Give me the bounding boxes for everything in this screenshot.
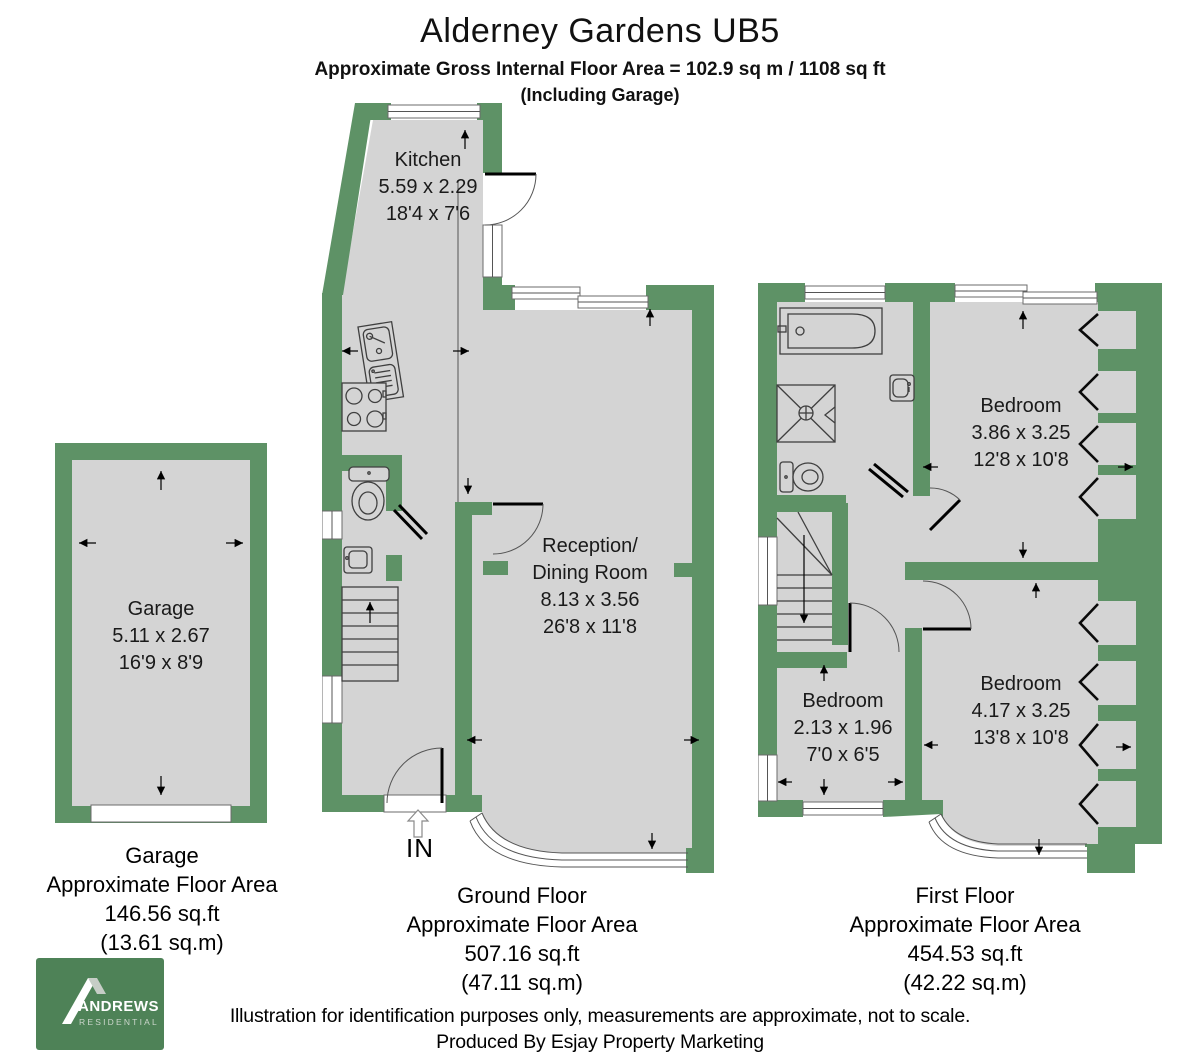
logo-a-mark-icon — [62, 978, 106, 1024]
windows — [322, 104, 649, 724]
dimension-arrows — [778, 311, 1133, 855]
garage-floorplan — [55, 443, 267, 823]
first-floor-plan — [758, 283, 1162, 875]
andrews-residential-logo: ANDREWS RESIDENTIAL — [36, 958, 164, 1050]
first-floor-summary: First Floor Approximate Floor Area 454.5… — [849, 883, 1081, 995]
reception-door-arc — [492, 502, 544, 555]
dimension-arrows — [342, 130, 699, 849]
garage-walls — [55, 443, 267, 823]
kitchen-label: Kitchen 5.59 x 2.29 18'4 x 7'6 — [378, 149, 478, 225]
bedroom1-door-arc — [928, 487, 962, 532]
bay-window — [883, 813, 1087, 875]
staircase — [776, 511, 833, 641]
bathroom-basin — [889, 374, 915, 402]
disclaimer-text: Illustration for identification purposes… — [229, 1005, 971, 1027]
page-title: Alderney Gardens UB5 — [420, 12, 780, 50]
staircase — [341, 586, 399, 682]
bathtub — [777, 307, 883, 355]
in-arrow-icon — [406, 809, 430, 838]
dimension-arrows — [79, 471, 243, 795]
garage-door — [90, 804, 232, 823]
garage-room-label: Garage 5.11 x 2.67 16'9 x 8'9 — [112, 598, 210, 674]
toilet — [779, 461, 824, 493]
logo-brand-text: ANDREWS — [78, 998, 159, 1015]
page-subtitle: Approximate Gross Internal Floor Area = … — [314, 59, 886, 80]
reception-label: Reception/ Dining Room 8.13 x 3.56 26'8 … — [532, 535, 648, 638]
bedroom1-label: Bedroom 3.86 x 3.25 12'8 x 10'8 — [971, 395, 1071, 471]
bay-window — [469, 812, 688, 868]
ground-floor-plan — [322, 103, 714, 873]
page-subtitle-garage: (Including Garage) — [520, 85, 680, 105]
bathroom-door — [868, 462, 909, 499]
garage-summary: Garage Approximate Floor Area 146.56 sq.… — [46, 843, 278, 955]
entrance-in-label: IN — [406, 833, 434, 863]
bedroom2-label: Bedroom 2.13 x 1.96 7'0 x 6'5 — [793, 690, 893, 766]
shower — [776, 384, 836, 443]
logo-division-text: RESIDENTIAL — [79, 1017, 159, 1027]
bedroom2-door-arc — [848, 602, 900, 653]
wc-door — [392, 503, 429, 541]
back-door-arc — [484, 172, 537, 226]
wc-basin — [343, 546, 373, 574]
ground-floor-summary: Ground Floor Approximate Floor Area 507.… — [406, 883, 638, 995]
cooker-hob — [341, 382, 387, 432]
producer-text: Produced By Esjay Property Marketing — [436, 1031, 764, 1053]
bedroom3-door-arc — [922, 580, 972, 631]
entrance-door-arc — [383, 747, 447, 813]
bedroom3-label: Bedroom 4.17 x 3.25 13'8 x 10'8 — [971, 673, 1071, 749]
toilet — [348, 466, 390, 521]
ground-floor-area — [342, 120, 692, 853]
windows — [758, 284, 1098, 816]
